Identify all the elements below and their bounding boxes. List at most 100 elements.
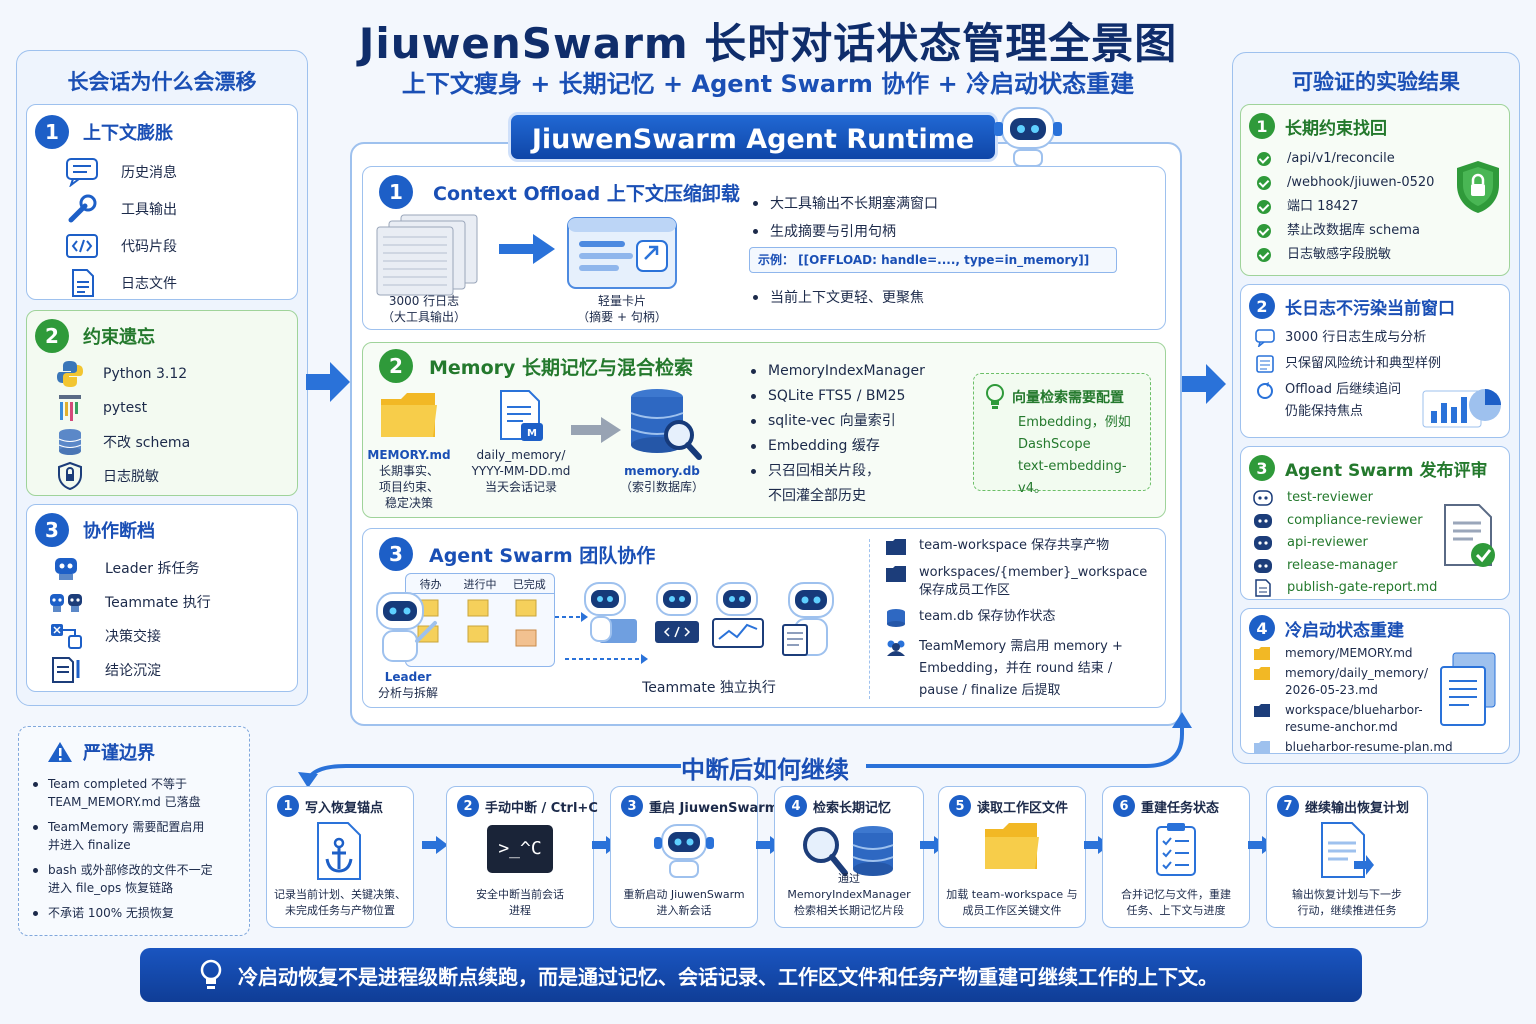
section-number: 3 xyxy=(35,513,69,547)
anchor-file-icon xyxy=(317,822,361,880)
panel-context-offload: 1 Context Offload 上下文压缩卸载 3000 行日志 （大工具输… xyxy=(362,166,1166,330)
step-title: 读取工作区文件 xyxy=(977,800,1069,816)
folder-icon xyxy=(381,393,437,437)
summary-card-icon xyxy=(567,217,677,289)
panel-agent-swarm: 3 Agent Swarm 团队协作 待办 进行中 已完成 Leader 分析与… xyxy=(362,528,1166,708)
terminal-icon: >_^C xyxy=(487,825,553,873)
bar-pie-chart-icon xyxy=(1422,389,1501,428)
list-item: pytest xyxy=(103,400,148,416)
section-title: Context Offload 上下文压缩卸载 xyxy=(433,182,740,205)
boundary-line: bash 或外部修改的文件不一定 xyxy=(48,863,213,877)
chat-icon xyxy=(1255,329,1275,347)
step-desc: 合并记忆与文件，重建 xyxy=(1121,888,1231,901)
step-title: 写入恢复锚点 xyxy=(305,800,384,816)
check-icon xyxy=(1257,248,1271,262)
database-search-icon xyxy=(630,389,702,460)
step-title: 继续输出恢复计划 xyxy=(1305,800,1410,816)
boundary-line: TeamMemory 需要配置启用 xyxy=(48,820,205,834)
step-desc: 行动，继续推进任务 xyxy=(1297,904,1397,917)
file-item: 2026-05-23.md xyxy=(1285,683,1378,697)
flow-title: 中断后如何继续 xyxy=(681,756,849,784)
section-title: 上下文膨胀 xyxy=(83,123,173,144)
lightbulb-icon xyxy=(986,384,1004,409)
step-title: 重建任务状态 xyxy=(1141,800,1220,816)
step-desc: 检索相关长期记忆片段 xyxy=(794,904,904,917)
svg-text:M: M xyxy=(527,428,537,439)
daily-memory-desc: 当天会话记录 xyxy=(484,480,557,494)
folder-icon xyxy=(1254,667,1270,680)
team-people-icon xyxy=(887,640,905,656)
teammates-icon xyxy=(50,594,82,612)
file-item: workspace/blueharbor- xyxy=(1285,703,1423,717)
section-constraint-forgetting: 2 约束遗忘 Python 3.12 pytest 不改 schema 日志脱敏 xyxy=(26,310,298,496)
result-swarm-review: 3 Agent Swarm 发布评审 test-reviewer complia… xyxy=(1240,446,1510,600)
step-number: 3 xyxy=(621,795,643,817)
list-item: 结论沉淀 xyxy=(105,663,161,679)
arrow-right-icon xyxy=(571,417,621,443)
arrow-right-icon xyxy=(306,362,350,402)
bullet-text: 大工具输出不长期塞满窗口 xyxy=(770,196,938,212)
swarm-item: team.db 保存协作状态 xyxy=(919,609,1056,624)
section-title: 协作断档 xyxy=(83,521,155,542)
section-number: 1 xyxy=(35,115,69,149)
boundary-line: 并进入 finalize xyxy=(48,838,131,852)
kanban-notes-icon xyxy=(417,599,537,647)
document-pen-icon xyxy=(52,657,80,683)
markdown-file-icon: M xyxy=(500,390,543,441)
section-number: 1 xyxy=(1249,113,1275,139)
folder-icon xyxy=(886,539,906,555)
refresh-icon xyxy=(1257,382,1273,399)
bullet-text: 当前上下文更轻、更聚焦 xyxy=(770,290,924,306)
section-number: 1 xyxy=(379,175,413,209)
bullet-text: SQLite FTS5 / BM25 xyxy=(768,388,906,404)
swarm-item: workspaces/{member}_workspace xyxy=(919,565,1148,580)
divider xyxy=(869,539,870,699)
folder-icon xyxy=(886,566,906,582)
step-number: 7 xyxy=(1277,795,1299,817)
section-title: Agent Swarm 发布评审 xyxy=(1285,460,1488,481)
log-label-sub: （大工具输出） xyxy=(381,310,466,324)
robot-icon xyxy=(654,824,714,878)
left-heading: 长会话为什么会漂移 xyxy=(67,70,257,94)
step-title: 手动中断 / Ctrl+C xyxy=(485,800,598,816)
pytest-icon xyxy=(59,395,81,421)
section-title: Memory 长期记忆与混合检索 xyxy=(429,356,694,379)
swarm-item: 保存成员工作区 xyxy=(919,583,1011,598)
step-desc: 成员工作区关键文件 xyxy=(962,904,1062,917)
footer-text: 冷启动恢复不是进程级断点续跑，而是通过记忆、会话记录、工作区文件和任务产物重建可… xyxy=(238,964,1218,989)
section-title: 长期约束找回 xyxy=(1285,118,1387,139)
bullet-text: 生成摘要与引用句柄 xyxy=(770,224,896,240)
result-item: Offload 后继续追问 xyxy=(1285,382,1402,397)
arrow-right-icon xyxy=(422,836,448,854)
list-item: 不改 schema xyxy=(103,435,191,451)
section-context-bloat: 1 上下文膨胀 历史消息 工具输出 代码片段 日志文件 xyxy=(26,104,298,300)
result-item: 日志敏感字段脱敏 xyxy=(1287,247,1392,262)
folder-icon xyxy=(1254,704,1270,717)
vector-config-note: 向量检索需要配置 Embedding，例如 DashScope text-emb… xyxy=(973,373,1151,496)
section-number: 3 xyxy=(379,537,413,571)
result-item: 只保留风险统计和典型样例 xyxy=(1285,356,1442,371)
file-item: memory/daily_memory/ xyxy=(1285,666,1429,680)
reviewer-robot-icon xyxy=(1254,558,1272,573)
step-desc: 安全中断当前会话 xyxy=(476,888,564,901)
swarm-item: pause / finalize 后提取 xyxy=(919,683,1061,698)
bullet-text-cont: 不回灌全部历史 xyxy=(768,488,866,504)
kanban-board: 待办 进行中 已完成 xyxy=(405,573,555,667)
section-number: 2 xyxy=(35,319,69,353)
daily-memory-label: daily_memory/ xyxy=(476,448,566,462)
reviewer-item: compliance-reviewer xyxy=(1287,512,1423,528)
code-icon xyxy=(66,233,98,258)
teammate-robot-icon xyxy=(782,582,834,656)
log-label: 3000 行日志 xyxy=(388,294,460,308)
list-doc-icon xyxy=(1256,355,1274,373)
note-line: Embedding，例如 xyxy=(1018,415,1131,430)
database-icon xyxy=(887,609,905,627)
bullet-text: Embedding 缓存 xyxy=(768,438,880,454)
result-item: 3000 行日志生成与分析 xyxy=(1285,330,1427,345)
leader-label: Leader xyxy=(384,670,432,684)
